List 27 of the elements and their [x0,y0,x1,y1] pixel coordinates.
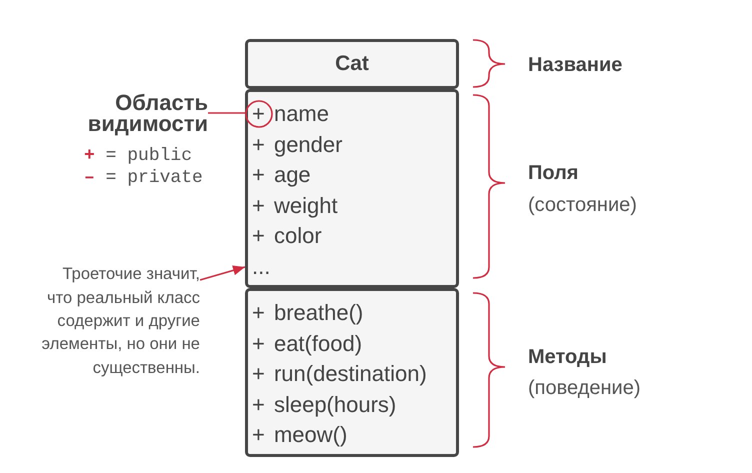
field-text: + weight [252,192,338,218]
class-name: Cat [335,51,369,77]
ellipsis-text: ... [252,254,270,280]
section-label: Поля [528,161,578,185]
visibility-note: – = private [84,167,203,189]
method-text: + eat(food) [252,330,362,356]
field-text: + age [252,162,311,188]
callout-heading: Область видимости [88,92,208,134]
section-label: Название [528,53,622,77]
method-text: + breathe() [252,300,364,326]
highlight-circle [245,100,273,128]
section-caption: (состояние) [528,193,637,217]
method-text: + run(destination) [252,361,427,387]
field-text: + color [252,223,322,249]
field-text: + gender [252,132,342,158]
leader-line [208,112,246,114]
method-text: + sleep(hours) [252,392,396,418]
methods-compartment [245,288,459,457]
note-text: Троеточие значит, что реальный класс содержит и другие элементы, но они не существенны. [37,263,200,380]
class-name-compartment [245,39,459,89]
section-caption: (поведение) [528,376,640,400]
fields-compartment [245,89,459,288]
method-text: + meow() [252,422,348,448]
section-label: Методы [528,345,607,369]
arrow [200,266,246,281]
field-text: + name [252,101,329,127]
visibility-note: + = public [84,145,192,167]
